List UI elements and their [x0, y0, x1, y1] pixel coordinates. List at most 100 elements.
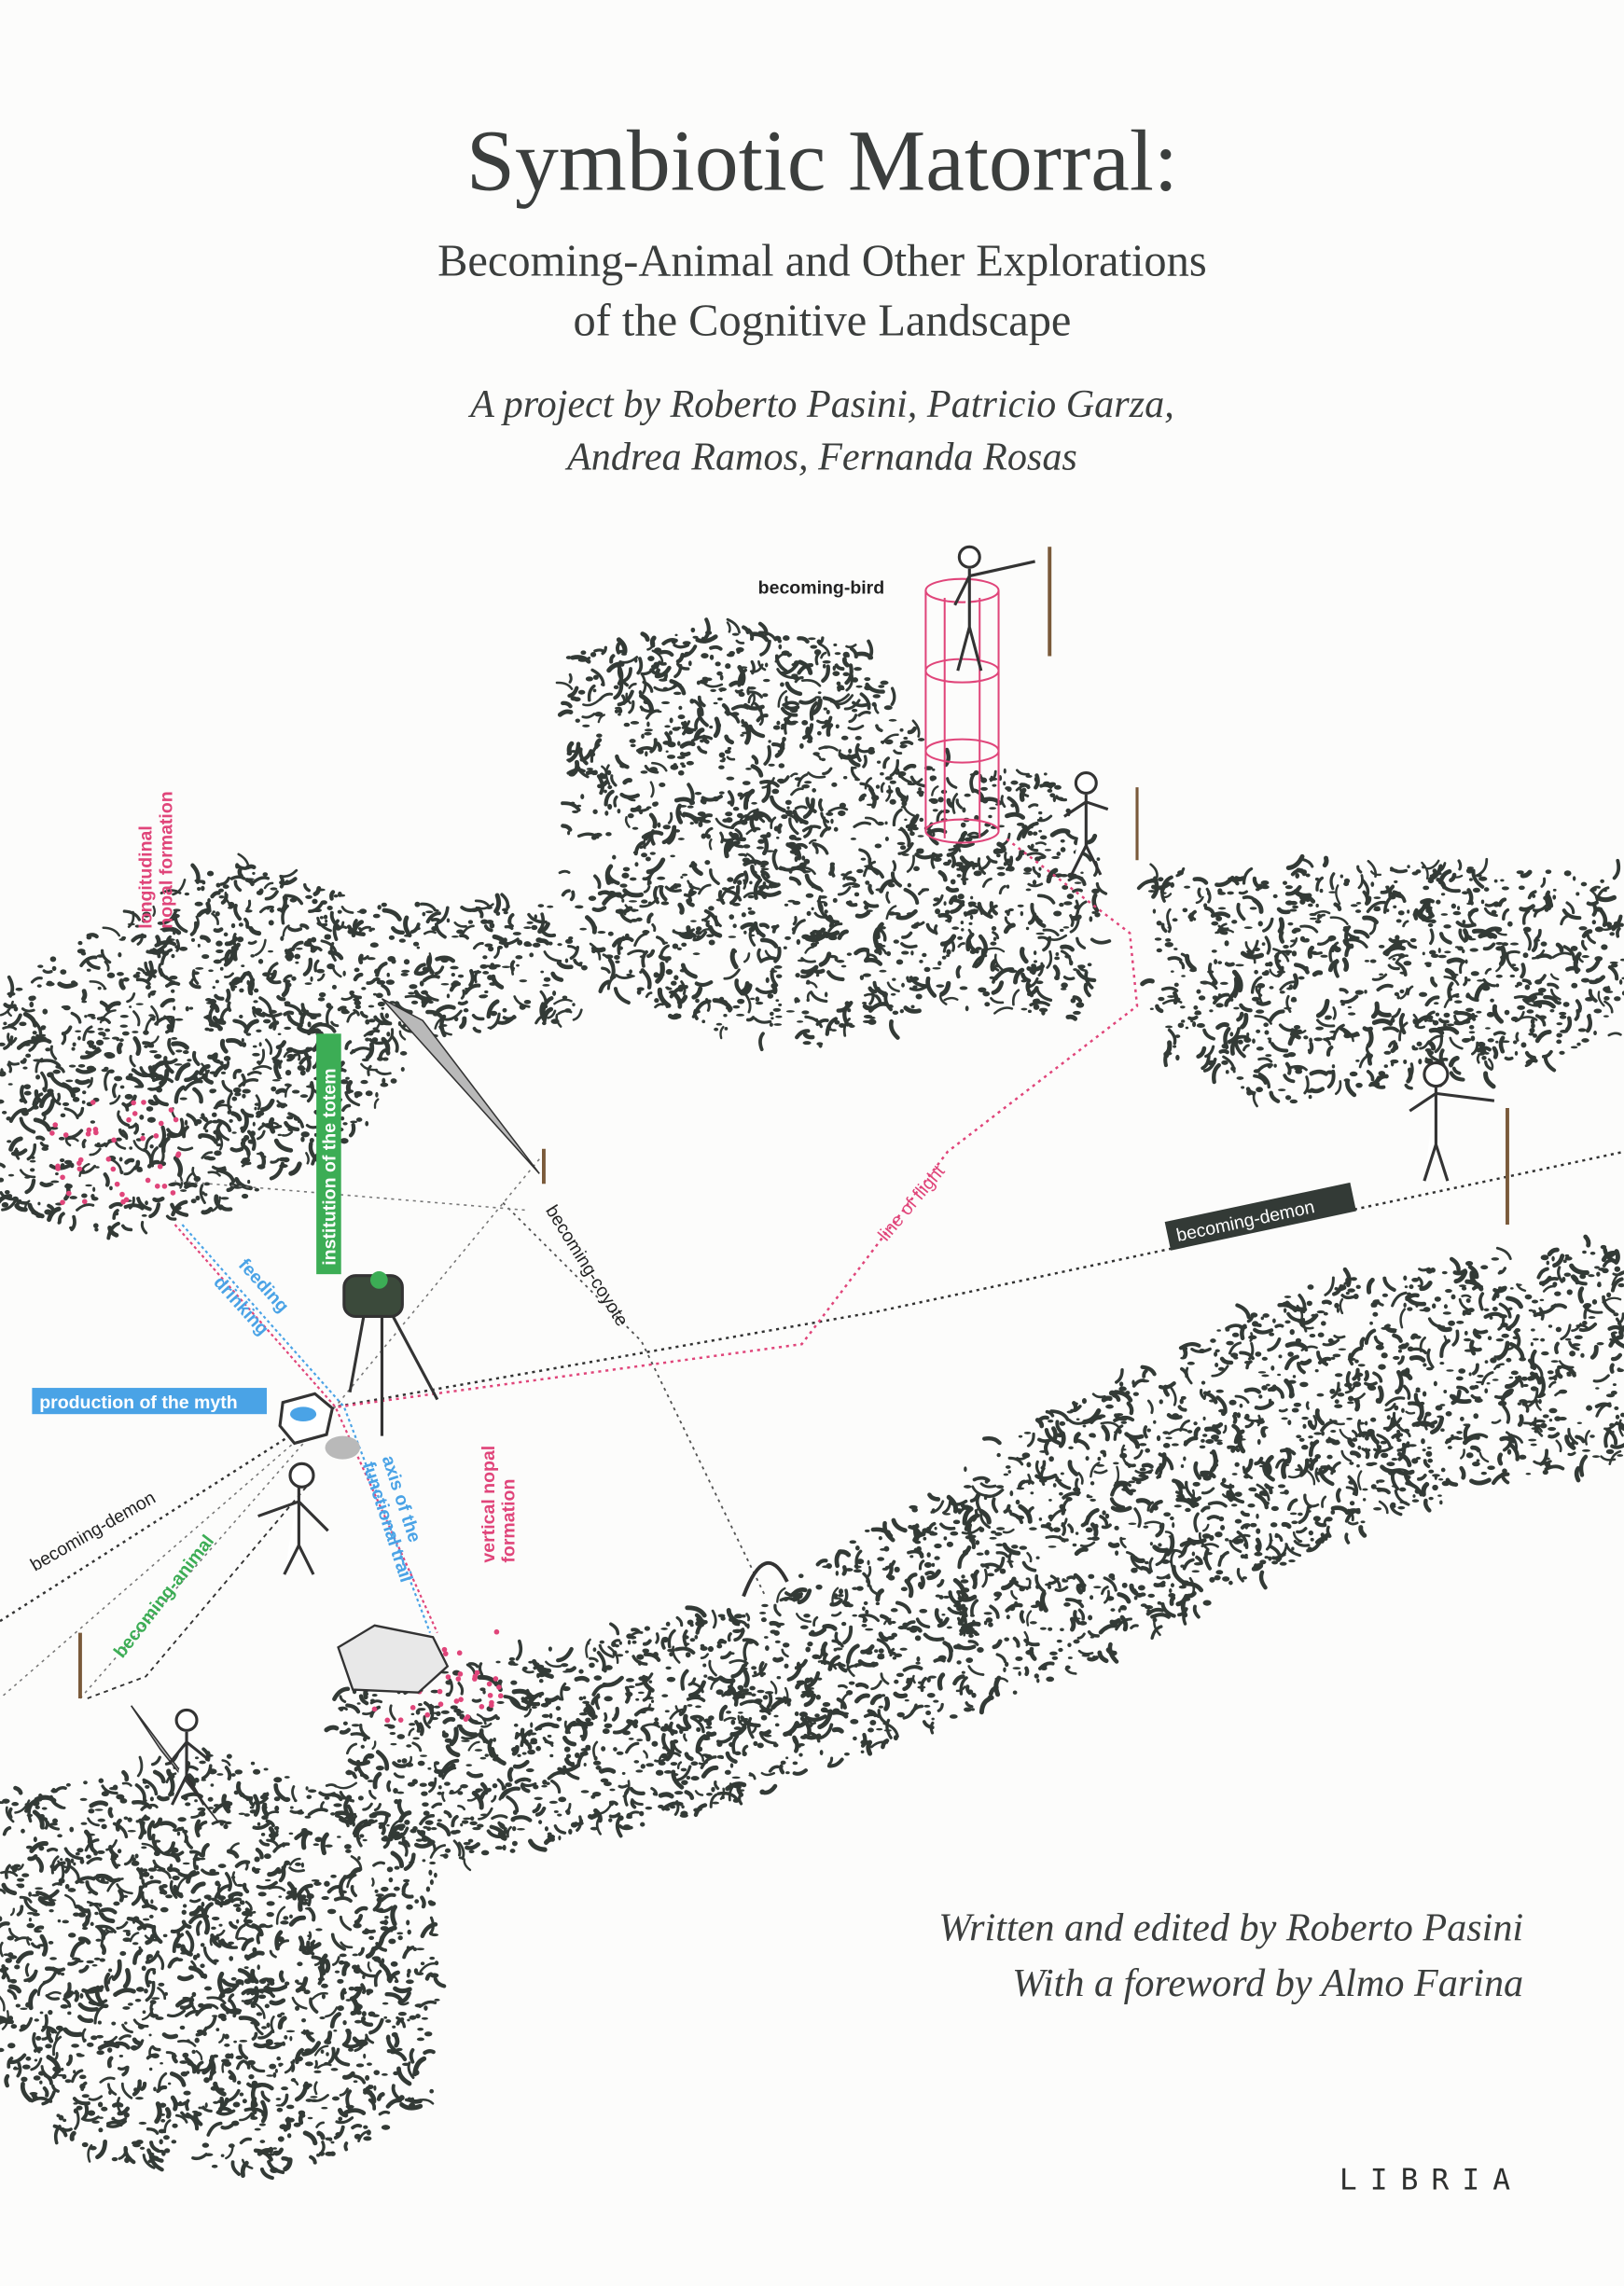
- shrub-stroke: [694, 999, 712, 1013]
- shrub-leaf: [211, 1088, 217, 1093]
- shrub-stroke: [930, 855, 936, 869]
- shrub-leaf: [692, 952, 701, 956]
- shrub-leaf: [1477, 1041, 1486, 1047]
- shrub-leaf: [701, 1019, 706, 1024]
- shrub-stroke: [94, 1142, 107, 1148]
- shrub-leaf: [1047, 788, 1053, 793]
- shrub-leaf: [1149, 1542, 1153, 1546]
- shrub-stroke: [760, 1771, 776, 1777]
- shrub-leaf: [801, 1010, 810, 1015]
- shrub-stroke: [478, 1662, 484, 1676]
- shrub-leaf: [345, 1076, 350, 1080]
- shrub-leaf: [84, 1015, 88, 1018]
- shrub-leaf: [86, 968, 91, 972]
- shrub-leaf: [899, 727, 904, 732]
- shrub-stroke: [1334, 1080, 1342, 1096]
- shrub-stroke: [1019, 787, 1030, 797]
- shrub-stroke: [218, 1134, 224, 1151]
- shrub-stroke: [1090, 937, 1112, 945]
- shrub-leaf: [268, 949, 273, 953]
- shrub-leaf: [1054, 975, 1060, 981]
- shrub-leaf: [1281, 1417, 1288, 1420]
- shrub-stroke: [1315, 876, 1325, 892]
- shrub-leaf: [810, 644, 818, 649]
- shrub-leaf: [957, 935, 964, 940]
- shrub-stroke: [1269, 968, 1278, 977]
- shrub-leaf: [968, 921, 973, 925]
- shrub-leaf: [649, 852, 656, 855]
- shrub-stroke: [1066, 1575, 1076, 1580]
- shrub-leaf: [724, 844, 730, 850]
- shrub-leaf: [1256, 1513, 1259, 1519]
- shrub-leaf: [1170, 970, 1174, 973]
- shrub-stroke: [893, 1691, 909, 1699]
- shrub-leaf: [699, 1718, 703, 1722]
- shrub-stroke: [788, 876, 802, 886]
- shrub-leaf: [1519, 1454, 1527, 1460]
- shrub-stroke: [745, 815, 759, 822]
- shrub-leaf: [833, 643, 838, 647]
- shrub-leaf: [1452, 994, 1456, 998]
- shrub-stroke: [170, 1202, 189, 1217]
- shrub-leaf: [375, 1091, 379, 1098]
- shrub-leaf: [81, 1000, 88, 1004]
- shrub-stroke: [1610, 1352, 1623, 1362]
- shrub-leaf: [854, 736, 862, 741]
- shrub-stroke: [1195, 1555, 1203, 1565]
- shrub-stroke: [977, 857, 987, 875]
- shrub-leaf: [1231, 1332, 1240, 1337]
- shrub-leaf: [1585, 996, 1594, 1002]
- shrub-leaf: [1029, 1621, 1037, 1625]
- shrub-stroke: [1469, 1339, 1477, 1356]
- shrub-leaf: [833, 826, 839, 832]
- shrub-stroke: [1471, 868, 1485, 889]
- shrub-stroke: [738, 813, 748, 824]
- shrub-leaf: [1589, 1434, 1595, 1438]
- shrub-stroke: [790, 787, 804, 797]
- shrub-leaf: [1234, 978, 1242, 982]
- shrub-leaf: [1572, 876, 1576, 881]
- shrub-stroke: [991, 980, 1005, 995]
- shrub-stroke: [889, 1018, 900, 1040]
- shrub-leaf: [1206, 890, 1211, 896]
- shrub-stroke: [82, 1025, 93, 1042]
- shrub-leaf: [0, 1177, 5, 1183]
- shrub-leaf: [1326, 1070, 1334, 1074]
- shrub-stroke: [942, 940, 952, 953]
- shrub-leaf: [535, 1745, 541, 1752]
- shrub-stroke: [463, 1858, 472, 1872]
- shrub-leaf: [1465, 1007, 1474, 1012]
- shrub-stroke: [808, 927, 826, 939]
- shrub-leaf: [714, 1027, 719, 1032]
- shrub-leaf: [503, 910, 508, 915]
- shrub-stroke: [631, 1628, 641, 1634]
- shrub-leaf: [1581, 1448, 1591, 1452]
- shrub-leaf: [446, 993, 451, 999]
- shrub-stroke: [718, 1704, 729, 1722]
- shrub-leaf: [77, 940, 83, 946]
- shrub-leaf: [1434, 1475, 1437, 1480]
- shrub-stroke: [1478, 1292, 1485, 1311]
- shrub-stroke: [786, 813, 798, 824]
- shrub-stroke: [817, 798, 824, 812]
- shrub-leaf: [830, 818, 834, 824]
- shrub-leaf: [505, 1782, 512, 1788]
- shrub-leaf: [730, 712, 740, 716]
- shrub-stroke: [7, 1013, 22, 1028]
- shrub-leaf: [895, 959, 904, 965]
- shrub-leaf: [1330, 1356, 1336, 1360]
- shrub-stroke: [502, 1015, 517, 1021]
- shrub-leaf: [956, 874, 962, 878]
- shrub-leaf: [451, 972, 455, 977]
- shrub-leaf: [957, 894, 965, 900]
- shrub-leaf: [567, 830, 571, 836]
- shrub-stroke: [1382, 894, 1395, 914]
- shrub-stroke: [627, 949, 646, 956]
- shrub-leaf: [854, 892, 860, 897]
- shrub-stroke: [268, 969, 277, 982]
- shrub-leaf: [819, 1750, 824, 1756]
- shrub-stroke: [742, 1668, 750, 1688]
- shrub-stroke: [902, 1703, 918, 1720]
- shrub-leaf: [594, 712, 604, 717]
- shrub-stroke: [812, 843, 819, 854]
